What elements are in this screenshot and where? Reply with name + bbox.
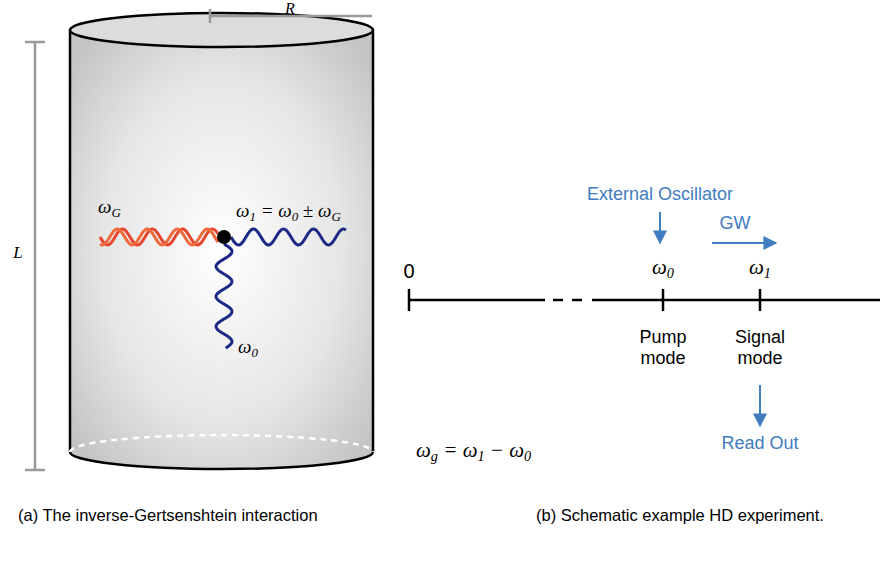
length-dimension [34, 42, 37, 470]
subfigure-caption: (b) Schematic example HD experiment. [536, 506, 824, 525]
axis-tick [408, 289, 411, 311]
dimension-label: L [13, 243, 22, 263]
cylinder-bottom-back [70, 435, 373, 452]
cylinder-wall [372, 30, 375, 452]
dimension-tick [25, 469, 45, 472]
mode-name: Pump mode [628, 327, 698, 368]
subfigure-caption: (a) The inverse-Gertsenshtein interactio… [18, 506, 318, 525]
mode-frequency: ω0 [652, 255, 674, 279]
dimension-tick [209, 9, 212, 23]
graviton-wave [100, 229, 218, 245]
interaction-vertex [217, 230, 231, 244]
axis-break [572, 299, 582, 302]
axis-tick [759, 289, 762, 311]
wave-label: ωG [98, 196, 121, 218]
equation-label: ωg = ω1 − ω0 [416, 438, 531, 462]
cylinder-body [70, 30, 373, 469]
oscillator-label: External Oscillator [587, 184, 733, 205]
wave-label: ω1 = ω0 ± ωG [236, 200, 341, 222]
pump-photon-wave [216, 244, 232, 348]
mode-frequency: ω1 [749, 255, 771, 279]
frequency-axis [408, 299, 545, 302]
dimension-tick [25, 41, 45, 44]
wave-label: ω0 [238, 336, 258, 358]
mode-name: Signal mode [725, 327, 795, 368]
cylinder-bottom-front [70, 452, 373, 469]
readout-arrow [759, 385, 761, 426]
frequency-axis [592, 299, 880, 302]
axis-label: 0 [403, 260, 414, 283]
pump-arrow [659, 212, 661, 243]
signal-photon-wave [231, 229, 346, 245]
gw-label: GW [720, 213, 751, 234]
readout-label: Read Out [721, 433, 798, 454]
dimension-label: R [285, 0, 295, 18]
cylinder-top [70, 13, 373, 47]
cylinder-wall [69, 30, 72, 452]
axis-break [553, 299, 563, 302]
graviton-wave [100, 229, 218, 245]
axis-tick [662, 289, 665, 311]
gw-arrow [712, 242, 776, 244]
